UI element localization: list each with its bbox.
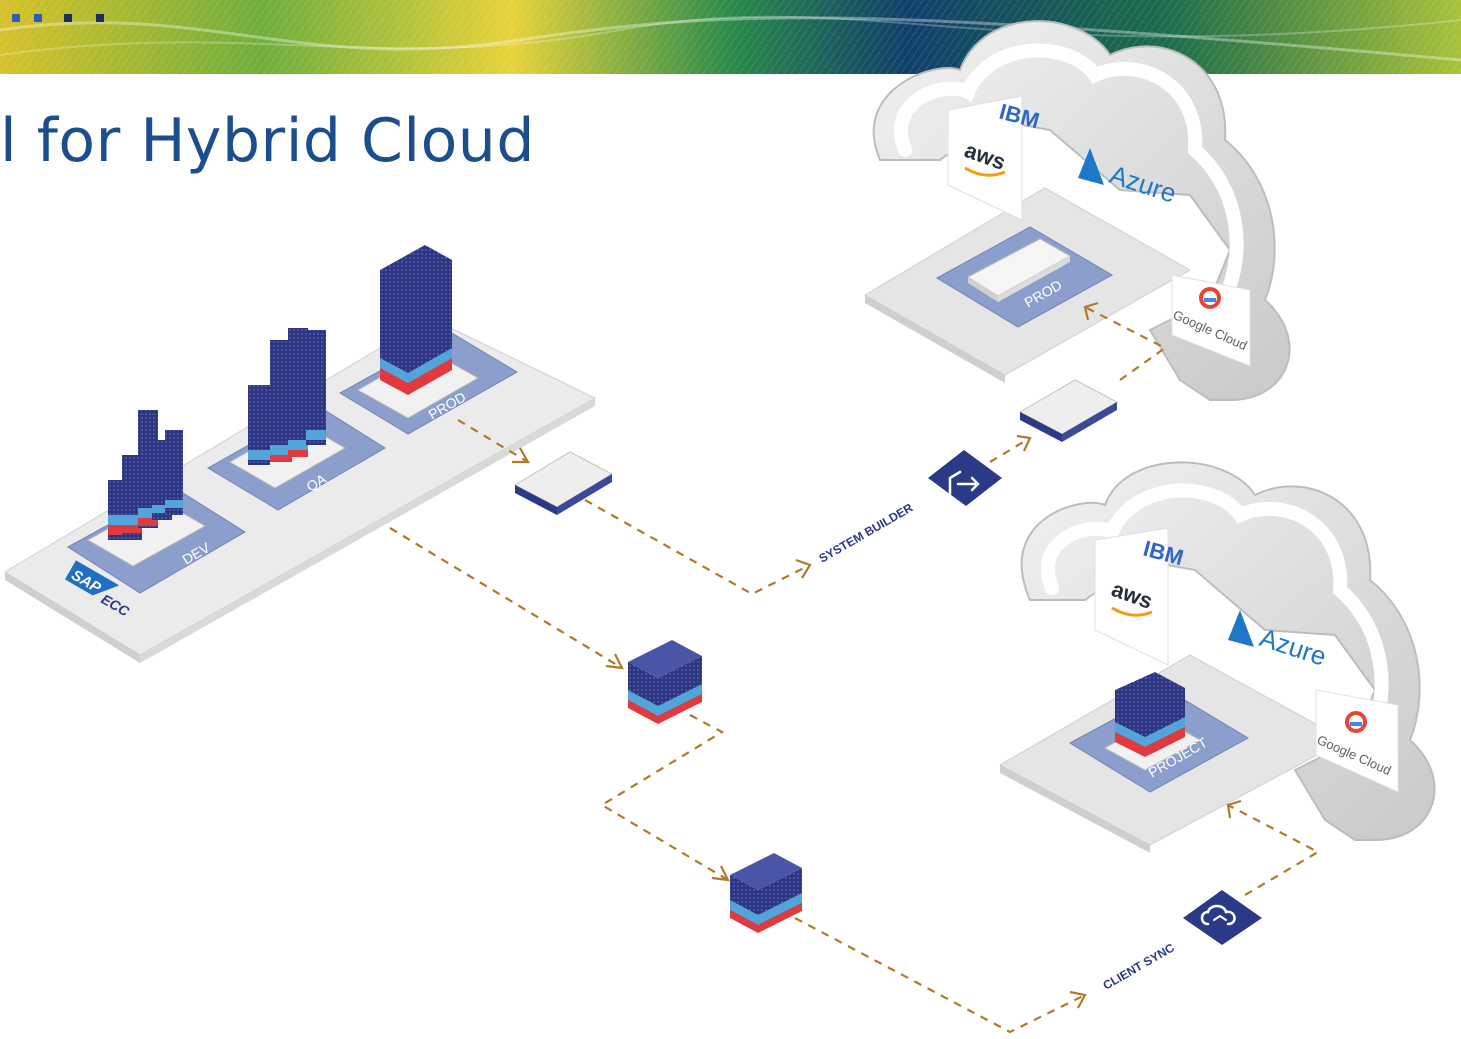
banner-dot [34, 14, 42, 22]
flow-snapshot-to-system-builder [584, 499, 811, 596]
cloud-prod-environment: PROD [935, 226, 1114, 328]
snapshot-tray [513, 451, 614, 515]
qa-environment: QA [207, 328, 386, 511]
cloud-sync-icon [1200, 904, 1236, 926]
bottom-cloud: aws IBM Azure Google Cloud PROJECT [998, 461, 1436, 853]
aws-card: aws [1094, 527, 1169, 666]
flow-client-sync-to-project [1227, 804, 1321, 896]
header-banner [0, 0, 1461, 74]
client-sync-badge: CLIENT SYNC [1101, 890, 1262, 993]
slide-title: l for Hybrid Cloud [0, 106, 535, 176]
flow-to-cloud-prod [1084, 306, 1168, 381]
flow-cube-to-client-sync [794, 917, 1086, 1034]
cloud-project-environment: PROJECT [1068, 672, 1250, 793]
banner-dot [64, 14, 72, 22]
flow-cube-to-cube [599, 714, 729, 881]
flow-system-builder-to-cloud [989, 437, 1031, 463]
top-cloud: aws IBM Azure Google Cloud PROD [864, 20, 1291, 401]
data-cube [628, 640, 702, 724]
export-icon [948, 470, 980, 496]
snapshot-tray [1018, 379, 1119, 442]
dev-environment: DEV [67, 410, 246, 594]
flow-qa-to-cube [389, 527, 623, 669]
system-builder-badge: SYSTEM BUILDER [817, 450, 1002, 566]
client-sync-label: CLIENT SYNC [1101, 940, 1178, 992]
aws-card: aws [947, 95, 1023, 221]
banner-dot [96, 14, 104, 22]
data-cube [730, 853, 802, 933]
system-builder-label: SYSTEM BUILDER [817, 500, 916, 565]
banner-dot [12, 14, 20, 22]
on-prem-platform: DEV QA PROD [4, 245, 597, 663]
arrow-heads [512, 301, 1242, 1009]
flow-arrows [389, 306, 1321, 1034]
